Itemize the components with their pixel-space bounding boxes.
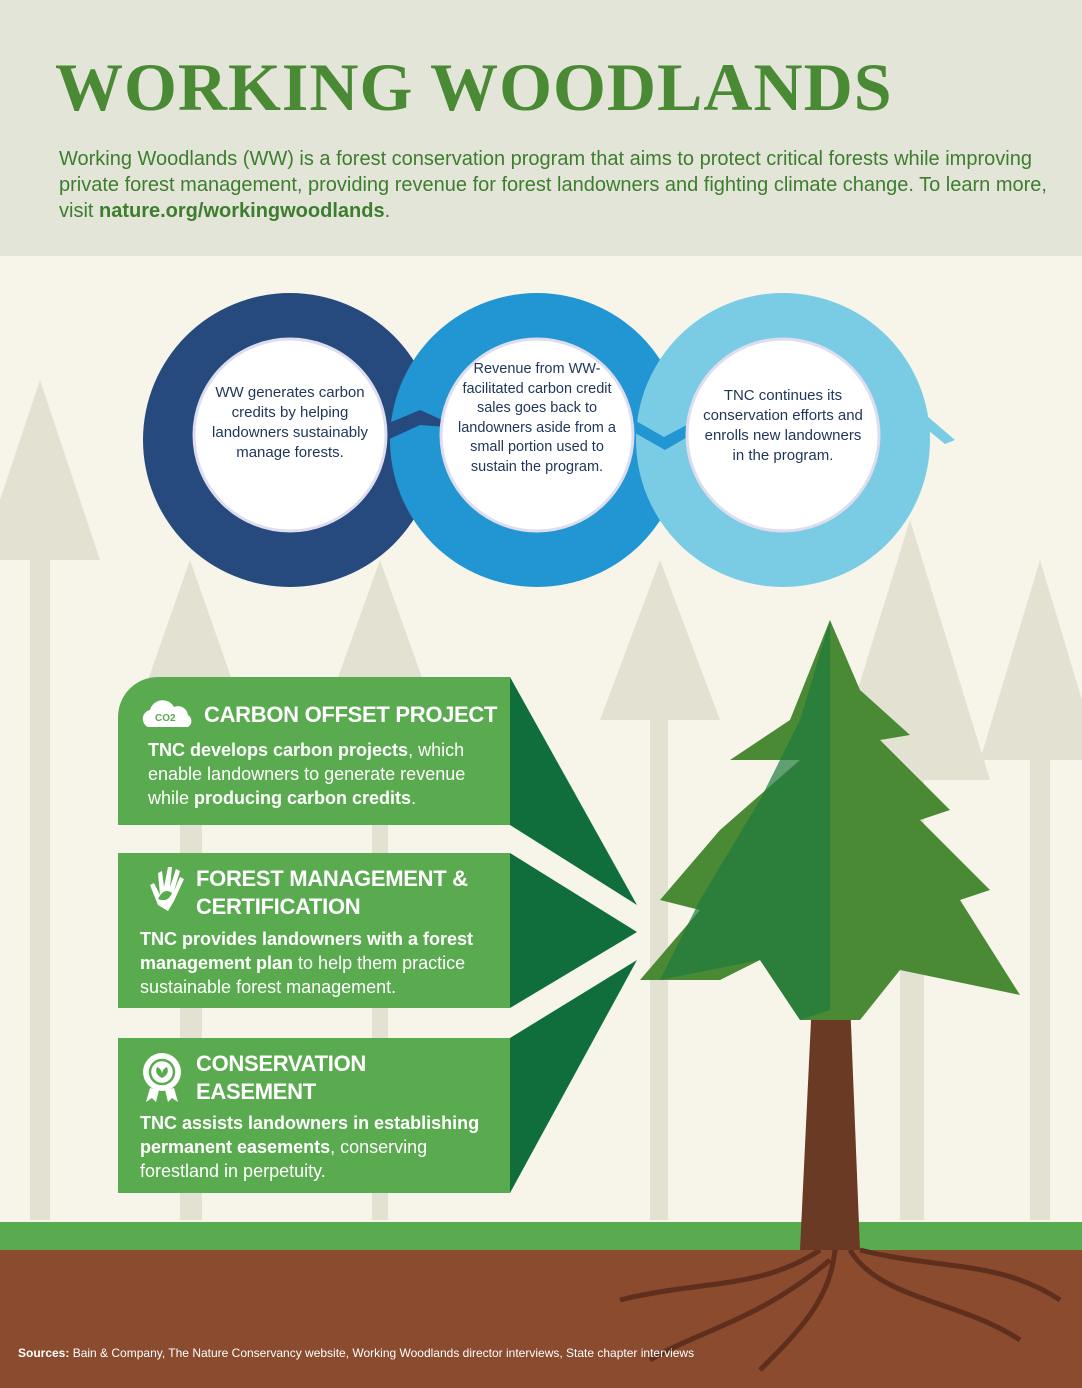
box-description: TNC provides landowners with a forest ma…: [140, 929, 474, 997]
page-title: WORKING WOODLANDS: [55, 49, 893, 125]
arrow-3: [510, 960, 637, 1193]
arrow-2: [510, 853, 637, 1008]
box-title: FOREST MANAGEMENT & CERTIFICATION: [196, 866, 468, 919]
intro-end: .: [384, 200, 391, 222]
box-forest-management: FOREST MANAGEMENT & CERTIFICATION TNC pr…: [118, 853, 510, 1008]
cycle-step-1: WW generates carbon credits by helping l…: [212, 384, 368, 461]
award-ribbon-icon: [143, 1053, 181, 1102]
arrow-1: [510, 677, 637, 905]
main-tree: [640, 620, 1020, 1250]
box-conservation-easement: CONSERVATION EASEMENT TNC assists landow…: [118, 1038, 510, 1193]
hand-leaf-icon: [150, 867, 184, 911]
tree-roots: [619, 1247, 1062, 1372]
cycle-step-3: TNC continues its conservation efforts a…: [703, 387, 863, 464]
co2-cloud-icon: CO2: [142, 700, 192, 727]
box-description: TNC develops carbon projects, which enab…: [148, 740, 466, 808]
sources-footnote: Sources: Bain & Company, The Nature Cons…: [18, 1346, 695, 1360]
box-title: CARBON OFFSET PROJECT: [204, 702, 498, 727]
grass-strip: [0, 1222, 1082, 1250]
box-carbon-offset: CO2 CARBON OFFSET PROJECT TNC develops c…: [118, 677, 510, 825]
intro-body: Working Woodlands (WW) is a forest conse…: [59, 148, 1047, 222]
box-title: CONSERVATION EASEMENT: [196, 1051, 366, 1104]
box-description: TNC assists landowners in establishing p…: [140, 1113, 480, 1181]
intro-text: Working Woodlands (WW) is a forest conse…: [59, 146, 1059, 224]
cycle-step-2: Revenue from WW-facilitated carbon credi…: [458, 361, 616, 475]
soil: [0, 1250, 1082, 1388]
website-link[interactable]: nature.org/workingwoodlands: [99, 200, 385, 222]
svg-text:CO2: CO2: [155, 713, 176, 724]
header: [0, 0, 1082, 256]
